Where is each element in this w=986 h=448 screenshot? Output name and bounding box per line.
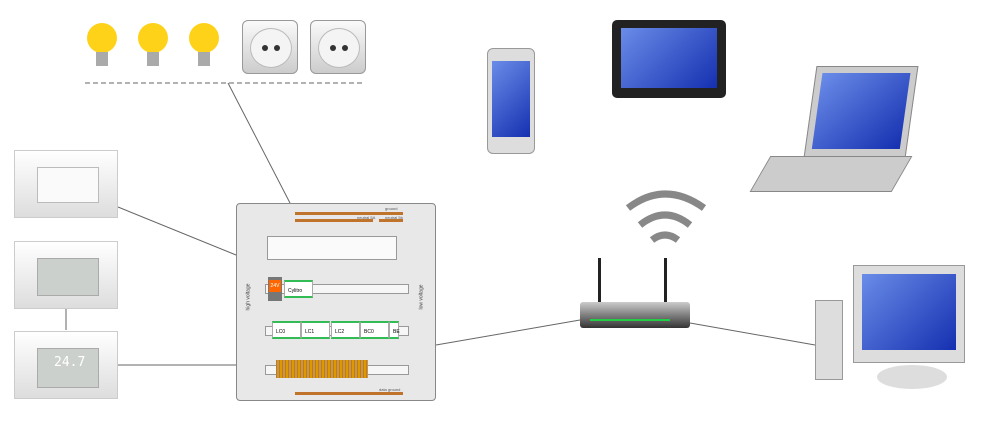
- control-keypad: [14, 241, 118, 309]
- laptop: [749, 66, 920, 196]
- neutral-label: neutral 5b: [385, 215, 403, 220]
- lights-group: [84, 20, 234, 80]
- breaker-row: [267, 236, 397, 260]
- smartphone: [487, 48, 535, 154]
- psu-module: 24V: [269, 280, 281, 292]
- cylitro-module: Cylitro: [284, 280, 313, 298]
- low-voltage-label: low voltage: [418, 284, 425, 310]
- desktop-computer: [815, 265, 975, 395]
- power-socket: [242, 20, 298, 74]
- power-socket: [310, 20, 366, 74]
- terminal-block: [276, 360, 368, 378]
- electrical-panel: ground neutral 5A neutral 5b high voltag…: [236, 203, 436, 401]
- module-lc0: LC0: [272, 321, 301, 339]
- light-bulb-icon: [189, 23, 219, 66]
- data-ground-label: data ground: [379, 387, 401, 392]
- module-lc2: LC2: [331, 321, 360, 339]
- wifi-router: [580, 258, 690, 330]
- light-bulb-icon: [138, 23, 168, 66]
- light-bulb-icon: [87, 23, 117, 66]
- module-be: BE: [389, 321, 400, 339]
- tablet: [612, 20, 726, 98]
- module-lc1: LC1: [301, 321, 330, 339]
- temperature-display: 24.7: [54, 355, 86, 370]
- switch-rocker-icon: [37, 167, 99, 203]
- high-voltage-label: high voltage: [245, 283, 252, 311]
- thermostat: 24.7: [14, 331, 118, 399]
- module-bc0: BC0: [360, 321, 389, 339]
- ground-label: ground: [385, 206, 398, 211]
- neutral-label: neutral 5A: [357, 215, 376, 220]
- light-switch: [14, 150, 118, 218]
